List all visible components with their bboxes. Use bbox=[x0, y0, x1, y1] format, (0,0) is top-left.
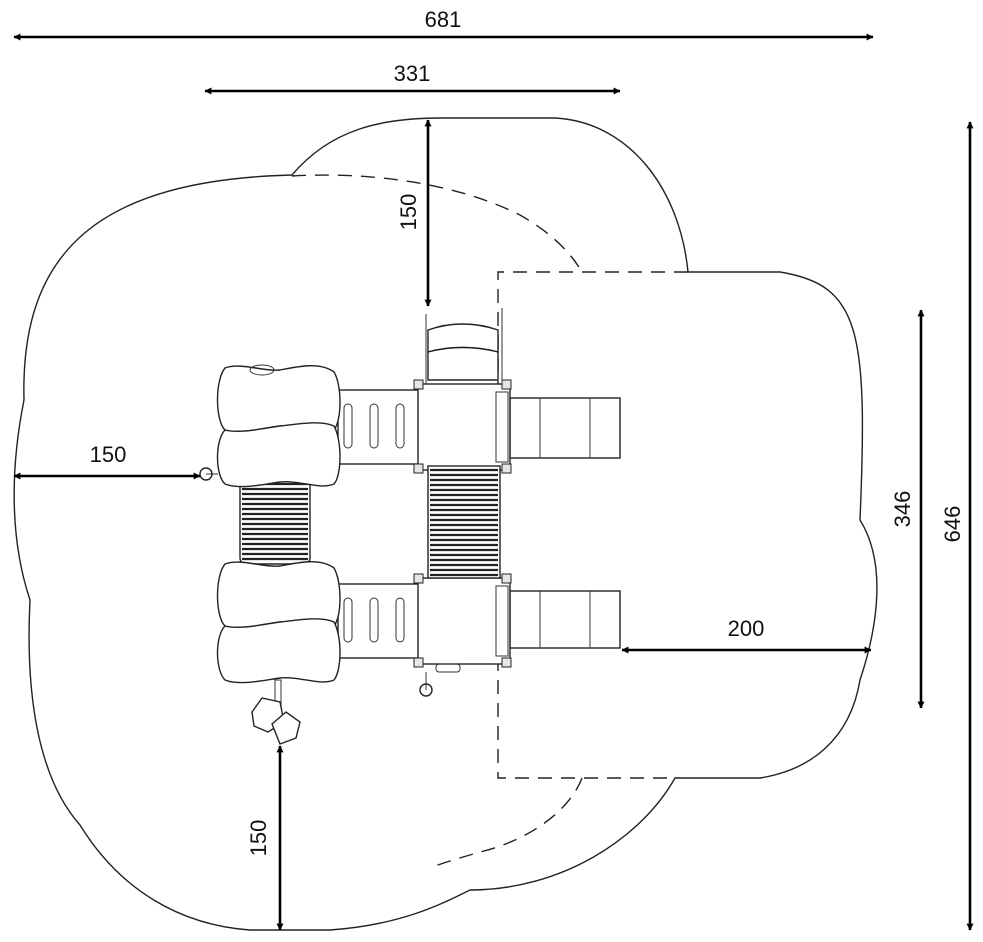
dim-label-structure-width: 331 bbox=[394, 61, 431, 86]
tunnel-center-ribs bbox=[430, 468, 498, 577]
tunnel-left-ribs bbox=[242, 482, 308, 561]
bridge-slots-lower bbox=[343, 597, 405, 643]
slide-upper bbox=[509, 397, 621, 459]
pod-lower-bottom bbox=[216, 618, 341, 684]
safety-zone-outline bbox=[13, 117, 878, 931]
slide-lower bbox=[509, 590, 621, 649]
hatch-lower bbox=[435, 663, 461, 673]
tunnel-center bbox=[427, 465, 501, 579]
bridge-slots-upper bbox=[343, 403, 405, 449]
tower-upper-panel bbox=[495, 391, 509, 463]
tunnel-left bbox=[239, 479, 311, 565]
pod-upper-top bbox=[216, 365, 341, 433]
tower-posts bbox=[413, 379, 512, 668]
tower-upper bbox=[417, 383, 511, 471]
slide-zone-dashed-curve-bottom bbox=[429, 777, 583, 869]
tower-lower-panel bbox=[495, 585, 509, 657]
slide-zone-dashed-rect bbox=[497, 271, 688, 779]
dim-label-overall-width: 681 bbox=[425, 7, 462, 32]
climbing-rock-2 bbox=[271, 711, 301, 745]
dim-label-top-clearance: 150 bbox=[396, 194, 421, 231]
dim-label-inner-height: 346 bbox=[890, 491, 915, 528]
dim-label-slide-zone: 200 bbox=[728, 616, 765, 641]
roof-panel-lower bbox=[427, 346, 499, 381]
dim-label-bottom-clearance: 150 bbox=[246, 820, 271, 857]
dim-label-left-clearance: 150 bbox=[90, 442, 127, 467]
pod-lower-top bbox=[216, 561, 341, 629]
dim-label-overall-height: 646 bbox=[940, 506, 965, 543]
tower-lower bbox=[417, 577, 511, 665]
pod-upper-hatch bbox=[249, 364, 275, 376]
play-structure bbox=[199, 308, 621, 745]
pod-upper-bottom bbox=[216, 422, 341, 488]
slide-zone-dashed-curve-top bbox=[291, 174, 583, 273]
